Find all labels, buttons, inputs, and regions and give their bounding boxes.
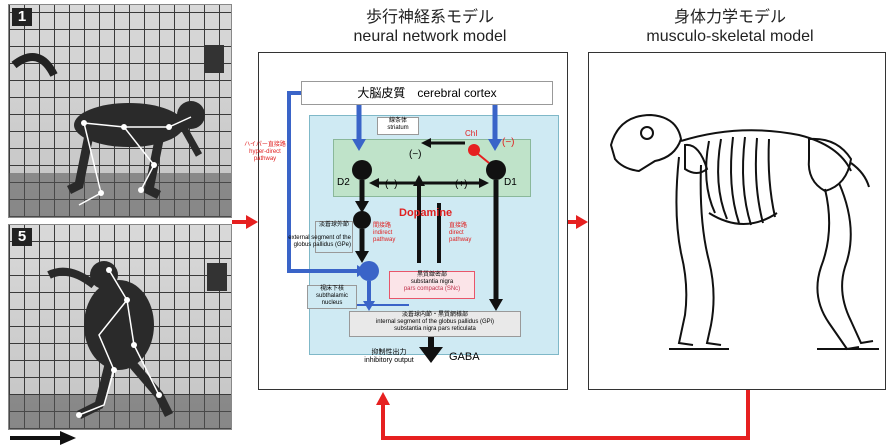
striatum-label-box: 線条体 striatum [377, 117, 419, 135]
hyperdirect-pathway-label: ハイパー直接路 hyper-direct pathway [236, 142, 294, 163]
stn-jp: 視床下核 [319, 286, 344, 292]
snc-box: 黒質緻密部 substantia nigra pars compacta (SN… [389, 271, 475, 299]
circuit-diagram [287, 91, 506, 363]
hyperdirect-en-2: pathway [253, 156, 277, 162]
direct-en-1: direct [449, 230, 464, 236]
gpi-en-2: substantia nigra pars reticulata [394, 326, 476, 332]
scale-arrow-shaft [10, 436, 65, 440]
indirect-pathway-label: 間接路 indirect pathway [373, 223, 395, 244]
walking-photo-1: 1 [8, 4, 232, 218]
minus-label-2: (−) [385, 179, 398, 190]
walking-photo-5: 5 [8, 224, 232, 430]
inhib-en: inhibitory output [364, 357, 414, 364]
gpe-en-2: globus pallidus (GPe) [293, 242, 351, 248]
direct-en-2: pathway [449, 237, 472, 243]
neural-title-jp: 歩行神経系モデル [365, 9, 494, 26]
monkey-silhouette-1 [9, 45, 231, 217]
plus-label: (+) [455, 179, 468, 190]
striatum-jp: 線条体 [388, 118, 407, 124]
gpe-en-1: external segment of the [288, 235, 351, 241]
neural-model-title: 歩行神経系モデル neural network model [300, 8, 560, 46]
striatum-en: striatum [387, 125, 409, 131]
gpi-jp: 淡蒼球内節・黒質網様部 [401, 312, 468, 318]
d2-label: D2 [337, 177, 350, 188]
neural-network-panel: 大脳皮質 cerebral cortex 線条体 striatum [258, 52, 568, 390]
indirect-en-2: pathway [373, 237, 396, 243]
indirect-jp: 間接路 [373, 223, 392, 229]
skeleton-drawing [609, 113, 879, 351]
direct-jp: 直接路 [449, 223, 468, 229]
inhib-jp: 抑制性出力 [371, 349, 407, 356]
musculo-title-jp: 身体力学モデル [673, 9, 786, 26]
inhibitory-output-label: 抑制性出力 inhibitory output [359, 349, 419, 365]
direct-pathway-label: 直接路 direct pathway [449, 223, 471, 244]
gpe-jp: 淡蒼球外節 [318, 222, 349, 228]
gpi-en-1: internal segment of the globus pallidus … [375, 319, 495, 325]
musculo-title-en: musculo-skeletal model [646, 28, 814, 45]
chi-label: ChI [465, 129, 478, 138]
gpi-box: 淡蒼球内節・黒質網様部 internal segment of the glob… [349, 311, 521, 337]
neural-title-en: neural network model [353, 28, 507, 45]
musculo-model-title: 身体力学モデル musculo-skeletal model [590, 8, 870, 46]
indirect-en-1: indirect [373, 230, 393, 236]
gpe-en-label: external segment of the globus pallidus … [239, 235, 351, 249]
minus-label-3: (−) [502, 137, 515, 148]
gpe-label-box: 淡蒼球外節 [315, 221, 353, 253]
minus-label-1: (−) [409, 149, 422, 160]
snc-jp: 黒質緻密部 [416, 272, 447, 278]
snc-en-1: substantia nigra [410, 279, 454, 285]
musculo-skeletal-panel [588, 52, 886, 390]
gaba-label: GABA [449, 351, 480, 363]
scale-arrow-head [60, 431, 76, 445]
photo-number-5: 5 [12, 228, 32, 246]
dopamine-label: Dopamine [399, 207, 453, 219]
hyperdirect-jp: ハイパー直接路 [244, 142, 286, 148]
hyperdirect-en-1: hyper-direct [249, 149, 281, 155]
d1-label: D1 [504, 177, 517, 188]
photo-number-1: 1 [12, 8, 32, 26]
monkey-silhouette-5 [9, 261, 231, 429]
snc-en-2: pars compacta (SNc) [403, 286, 461, 292]
stn-box: 視床下核 subthalamic nucleus [307, 285, 357, 309]
stn-en: subthalamic nucleus [315, 293, 348, 306]
cortex-label: 大脳皮質 cerebral cortex [357, 86, 497, 100]
cerebral-cortex-box: 大脳皮質 cerebral cortex [301, 81, 553, 105]
